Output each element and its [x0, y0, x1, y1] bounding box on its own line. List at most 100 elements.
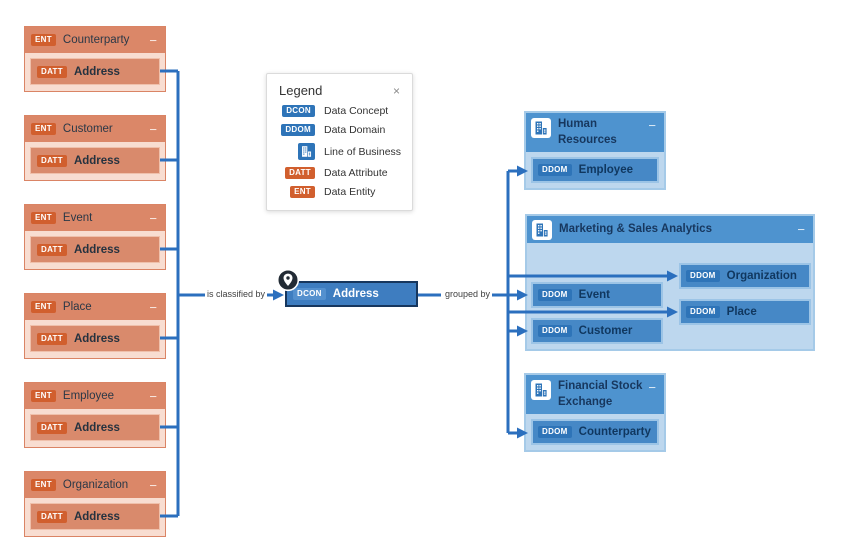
- collapse-minus-icon[interactable]: −: [149, 477, 157, 493]
- collapse-minus-icon[interactable]: −: [648, 118, 656, 133]
- line-of-business-icon: [298, 143, 315, 160]
- entity-header[interactable]: ENT Organization −: [25, 472, 165, 498]
- entity-title: Counterparty: [62, 34, 130, 46]
- ent-badge: ENT: [31, 212, 56, 224]
- domain-label: Place: [726, 306, 757, 318]
- line-of-business-icon: [531, 380, 551, 400]
- entity-header[interactable]: ENT Customer −: [25, 116, 165, 142]
- lob-card-human-resources: Human Resources − DDOM Employee: [524, 111, 666, 191]
- datt-badge: DATT: [37, 332, 67, 345]
- lob-body: DDOM Event DDOM Customer DDOM Organizati…: [527, 243, 813, 349]
- legend-label: Data Attribute: [324, 167, 388, 179]
- location-pin-icon: [276, 268, 300, 292]
- entity-body: DATT Address: [25, 231, 165, 269]
- entity-body: DATT Address: [25, 498, 165, 536]
- ddom-badge: DDOM: [538, 325, 572, 337]
- lob-card-financial-stock-exchange: Financial Stock Exchange − DDOM Counterp…: [524, 373, 666, 453]
- attribute-label: Address: [73, 421, 120, 434]
- entity-header[interactable]: ENT Event −: [25, 205, 165, 231]
- domain-node-customer[interactable]: DDOM Customer: [531, 318, 663, 344]
- legend-item-data-concept: DCON Data Concept: [279, 105, 400, 117]
- ddom-badge: DDOM: [538, 289, 572, 301]
- domain-node-organization[interactable]: DDOM Organization: [679, 263, 811, 289]
- collapse-minus-icon[interactable]: −: [149, 32, 157, 48]
- entity-header[interactable]: ENT Counterparty −: [25, 27, 165, 53]
- entity-card-organization: ENT Organization − DATT Address: [24, 471, 166, 537]
- legend-item-data-entity: ENT Data Entity: [279, 186, 400, 198]
- collapse-minus-icon[interactable]: −: [797, 221, 805, 237]
- datt-badge: DATT: [37, 243, 67, 256]
- concept-label: Address: [332, 288, 379, 300]
- collapse-minus-icon[interactable]: −: [648, 380, 656, 395]
- domain-node-employee[interactable]: DDOM Employee: [531, 157, 659, 184]
- datt-badge: DATT: [285, 167, 315, 179]
- attribute-node-address[interactable]: DATT Address: [30, 325, 160, 352]
- domain-node-place[interactable]: DDOM Place: [679, 299, 811, 325]
- domain-node-event[interactable]: DDOM Event: [531, 282, 663, 308]
- ent-badge: ENT: [31, 123, 56, 135]
- collapse-minus-icon[interactable]: −: [149, 121, 157, 137]
- domain-label: Organization: [726, 270, 797, 282]
- ent-badge: ENT: [31, 479, 56, 491]
- line-of-business-icon: [531, 118, 551, 138]
- attribute-node-address[interactable]: DATT Address: [30, 236, 160, 263]
- attribute-label: Address: [73, 332, 120, 345]
- legend-title: Legend: [279, 83, 323, 98]
- entity-header[interactable]: ENT Place −: [25, 294, 165, 320]
- legend-label: Data Entity: [324, 186, 376, 198]
- dcon-badge: DCON: [282, 105, 315, 117]
- attribute-node-address[interactable]: DATT Address: [30, 414, 160, 441]
- legend-item-data-attribute: DATT Data Attribute: [279, 167, 400, 179]
- ddom-badge: DDOM: [686, 270, 720, 282]
- lob-header[interactable]: Marketing & Sales Analytics −: [527, 216, 813, 243]
- lob-title: Financial Stock Exchange: [558, 380, 643, 408]
- lob-header[interactable]: Human Resources −: [526, 113, 664, 153]
- ddom-badge: DDOM: [281, 124, 315, 136]
- datt-badge: DATT: [37, 510, 67, 523]
- dcon-badge: DCON: [293, 288, 326, 300]
- entity-card-counterparty: ENT Counterparty − DATT Address: [24, 26, 166, 92]
- attribute-label: Address: [73, 243, 120, 256]
- entity-header[interactable]: ENT Employee −: [25, 383, 165, 409]
- datt-badge: DATT: [37, 65, 67, 78]
- entity-card-employee: ENT Employee − DATT Address: [24, 382, 166, 448]
- attribute-node-address[interactable]: DATT Address: [30, 147, 160, 174]
- ddom-badge: DDOM: [538, 164, 572, 177]
- edge-label-grouped-by: grouped by: [443, 289, 493, 299]
- entity-body: DATT Address: [25, 409, 165, 447]
- entity-title: Event: [62, 212, 93, 224]
- attribute-node-address[interactable]: DATT Address: [30, 503, 160, 530]
- collapse-minus-icon[interactable]: −: [149, 388, 157, 404]
- ent-badge: ENT: [31, 34, 56, 46]
- collapse-minus-icon[interactable]: −: [149, 210, 157, 226]
- domain-node-counterparty[interactable]: DDOM Counterparty: [531, 419, 659, 446]
- entity-body: DATT Address: [25, 320, 165, 358]
- entity-body: DATT Address: [25, 53, 165, 91]
- attribute-label: Address: [73, 154, 120, 167]
- attribute-label: Address: [73, 510, 120, 523]
- close-icon[interactable]: ×: [392, 83, 400, 98]
- legend-item-data-domain: DDOM Data Domain: [279, 124, 400, 136]
- lob-card-marketing-sales-analytics: Marketing & Sales Analytics − DDOM Event…: [525, 214, 815, 351]
- attribute-node-address[interactable]: DATT Address: [30, 58, 160, 85]
- domain-label: Employee: [578, 164, 633, 177]
- ent-badge: ENT: [31, 301, 56, 313]
- legend-item-line-of-business: Line of Business: [279, 143, 402, 160]
- lob-header[interactable]: Financial Stock Exchange −: [526, 375, 664, 415]
- ent-badge: ENT: [290, 186, 315, 198]
- edge-label-is-classified-by: is classified by: [205, 289, 268, 299]
- legend-label: Data Concept: [324, 105, 389, 117]
- legend-label: Line of Business: [324, 145, 402, 158]
- concept-node-address[interactable]: DCON Address: [276, 268, 418, 307]
- domain-label: Event: [578, 289, 610, 301]
- entity-card-place: ENT Place − DATT Address: [24, 293, 166, 359]
- lob-title: Marketing & Sales Analytics: [559, 222, 712, 235]
- ddom-badge: DDOM: [686, 306, 720, 318]
- ent-badge: ENT: [31, 390, 56, 402]
- entity-title: Place: [62, 301, 92, 313]
- entity-body: DATT Address: [25, 142, 165, 180]
- collapse-minus-icon[interactable]: −: [149, 299, 157, 315]
- lob-title: Human Resources: [558, 118, 617, 146]
- attribute-label: Address: [73, 65, 120, 78]
